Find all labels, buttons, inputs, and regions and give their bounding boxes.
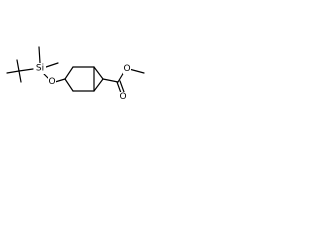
bond-si-methyl-up <box>38 46 41 64</box>
bond-tbu-to-si <box>18 68 34 72</box>
bond-ring-c5-c6 <box>93 78 104 92</box>
bond-tbu-methyl-left <box>6 70 20 74</box>
bond-c6-to-carbonyl <box>102 78 119 83</box>
bond-tbu-methyl-top <box>16 59 20 72</box>
structure-diagram: Si O O O <box>6 46 145 102</box>
bond-carbonyl-double-b <box>119 80 125 93</box>
bond-oxygen-to-methyl <box>128 68 145 74</box>
bond-si-methyl-right <box>45 62 59 68</box>
ether-oxygen-label: O <box>48 77 55 87</box>
bond-ring-c4-c3 <box>64 78 74 92</box>
bond-carbonyl-double-a <box>116 81 122 94</box>
carbonyl-oxygen-label: O <box>119 92 126 102</box>
bond-ring-c1-c6 <box>93 66 104 80</box>
bond-oxygen-to-ring <box>54 78 66 83</box>
bond-tbu-methyl-bottom <box>18 70 22 83</box>
ester-oxygen-label: O <box>123 64 130 74</box>
silicon-label: Si <box>36 64 44 74</box>
bond-ring-c3-c2 <box>64 66 74 80</box>
